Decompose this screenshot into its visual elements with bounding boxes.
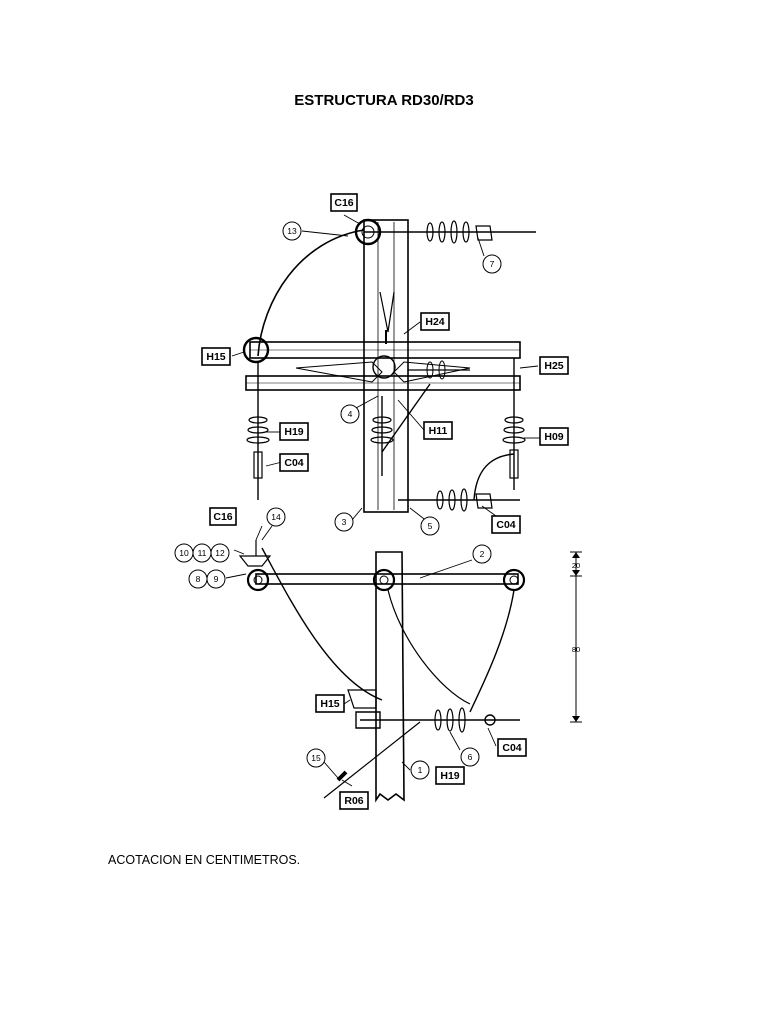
code-box: H19 [435, 766, 465, 785]
callout-number: 7 [482, 254, 502, 274]
insulator-string-right [502, 416, 526, 479]
code-box: C04 [491, 515, 521, 534]
plan-view [242, 218, 536, 513]
svg-text:8: 8 [196, 574, 201, 584]
clamp-ring-c16 [354, 218, 382, 246]
plan-leaders [231, 214, 540, 523]
code-box: C04 [279, 453, 309, 472]
svg-text:1: 1 [418, 765, 423, 775]
svg-text:H15: H15 [206, 351, 225, 363]
pole-plan [363, 219, 409, 513]
footnote: ACOTACION EN CENTIMETROS. [108, 853, 301, 867]
code-box: H25 [539, 356, 569, 375]
svg-text:11: 11 [198, 548, 207, 558]
code-box: H11 [423, 421, 453, 440]
elevation-leaders [225, 525, 497, 787]
insulator-string-top [426, 220, 493, 244]
dimension-20: 20 [572, 561, 580, 570]
code-box: H19 [279, 422, 309, 441]
callout-number: 5 [420, 516, 440, 536]
dimension-marker: 20 80 [570, 551, 582, 723]
code-box: C16 [330, 193, 358, 212]
svg-text:3: 3 [342, 517, 347, 527]
svg-text:5: 5 [428, 521, 433, 531]
code-box: C16 [209, 507, 237, 526]
pole-elevation [375, 551, 405, 803]
code-box: C04 [497, 738, 527, 757]
svg-text:C04: C04 [496, 519, 515, 531]
callout-number: 13 [282, 221, 302, 241]
callout-number: 9 [206, 569, 226, 589]
callout-number: 10 [174, 543, 194, 563]
svg-text:C16: C16 [213, 511, 232, 523]
code-box: H15 [315, 694, 345, 713]
svg-text:15: 15 [311, 753, 321, 763]
svg-text:H11: H11 [429, 425, 448, 437]
callout-number: 14 [266, 507, 286, 527]
callout-number: 8 [188, 569, 208, 589]
svg-text:H19: H19 [284, 426, 303, 438]
code-box: H09 [539, 427, 569, 446]
svg-text:13: 13 [287, 226, 297, 236]
svg-text:7: 7 [490, 259, 495, 269]
elevation-view [238, 540, 526, 803]
svg-text:C16: C16 [334, 197, 353, 209]
svg-text:H24: H24 [425, 316, 444, 328]
callout-number: 2 [472, 544, 492, 564]
code-box: R06 [339, 791, 369, 810]
callout-number: 4 [340, 404, 360, 424]
svg-text:C04: C04 [284, 457, 303, 469]
insulator-string-left [246, 416, 270, 479]
dimension-80: 80 [572, 645, 580, 654]
svg-text:C04: C04 [502, 742, 521, 754]
svg-text:H09: H09 [544, 431, 563, 443]
svg-text:H25: H25 [544, 360, 563, 372]
svg-text:6: 6 [468, 752, 473, 762]
svg-text:9: 9 [214, 574, 219, 584]
clamp-ring-h15 [242, 336, 270, 364]
code-box: H15 [201, 347, 231, 366]
svg-text:R06: R06 [344, 795, 363, 807]
code-box: H24 [420, 312, 450, 331]
callout-number: 15 [306, 748, 326, 768]
svg-text:2: 2 [480, 549, 485, 559]
svg-text:10: 10 [179, 548, 189, 558]
svg-text:4: 4 [348, 409, 353, 419]
page-title: ESTRUCTURA RD30/RD3 [294, 92, 474, 109]
callout-number: 6 [460, 747, 480, 767]
callout-number: 11 [192, 543, 212, 563]
callout-number: 3 [334, 512, 354, 532]
svg-text:H15: H15 [320, 698, 339, 710]
callout-number: 1 [410, 760, 430, 780]
svg-text:12: 12 [215, 548, 225, 558]
svg-text:H19: H19 [440, 770, 459, 782]
callout-number: 12 [210, 543, 230, 563]
svg-text:14: 14 [271, 512, 281, 522]
